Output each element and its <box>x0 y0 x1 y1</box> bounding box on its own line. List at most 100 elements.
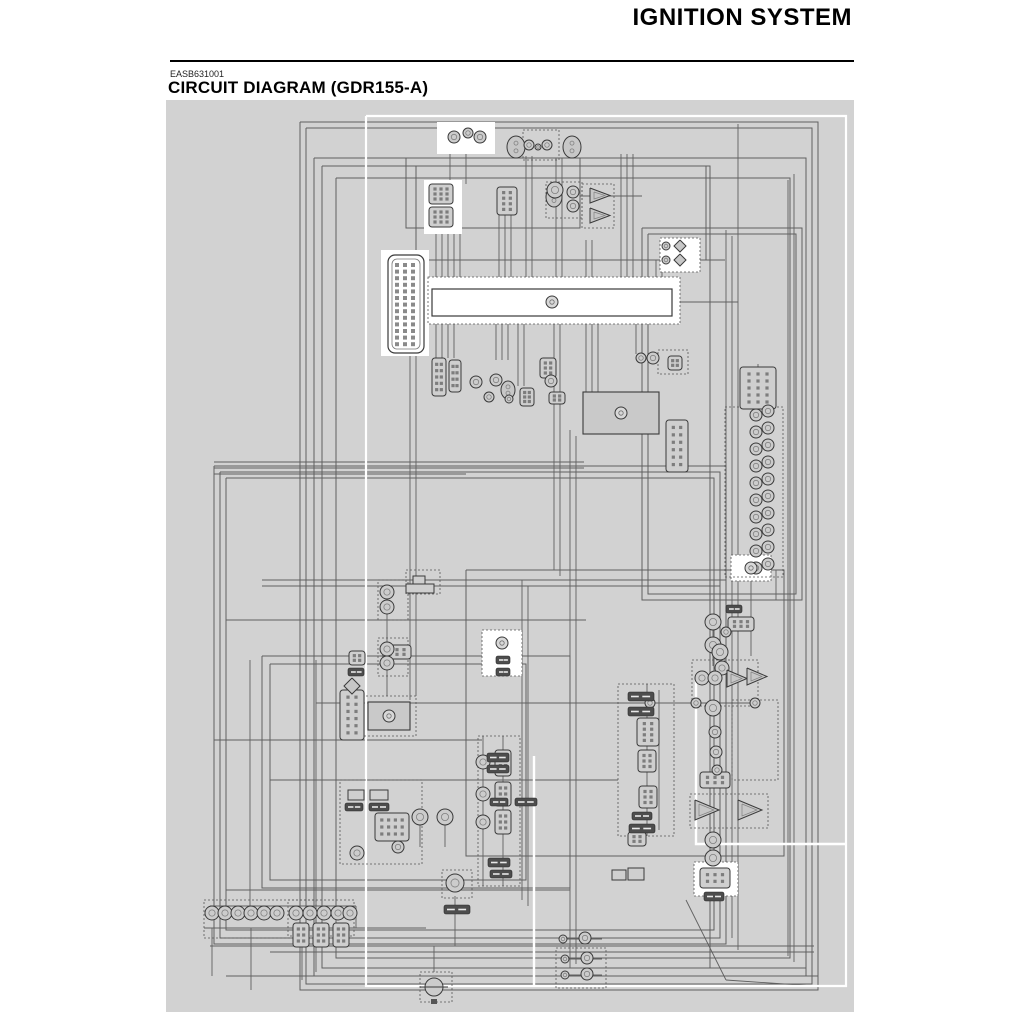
bullet-connector-12 <box>243 905 259 921</box>
pin <box>648 759 652 763</box>
component-group-box-12 <box>691 659 759 707</box>
ecu-coupler-pin <box>395 282 399 287</box>
pin <box>747 386 751 390</box>
pin <box>679 448 683 452</box>
ecu-coupler-pin <box>403 329 407 333</box>
ecu-coupler-pin <box>403 342 407 347</box>
bullet-inner <box>562 972 568 978</box>
fuse-text-mark <box>707 895 713 898</box>
bullet-connector-13 <box>256 905 272 921</box>
pin <box>632 835 636 839</box>
pin <box>445 215 449 219</box>
fuse-text-mark <box>503 659 508 661</box>
pin <box>502 202 506 206</box>
ecu-coupler-pin <box>403 269 407 274</box>
pin <box>756 379 760 383</box>
bullet-inner <box>764 475 772 483</box>
pin <box>756 393 760 397</box>
bullet-connector-76 <box>635 352 647 364</box>
pin-connector-26 <box>727 616 755 632</box>
bullet-connector-2 <box>541 139 553 151</box>
pin <box>527 390 531 395</box>
bullet-inner <box>353 849 361 857</box>
pin <box>747 393 751 397</box>
fuse-text-mark <box>642 710 651 713</box>
pin <box>498 826 502 830</box>
fuse-text-mark <box>493 801 499 803</box>
bullet-inner <box>663 257 669 263</box>
pin <box>302 927 306 931</box>
bullet-inner <box>709 836 718 845</box>
pin <box>549 371 553 375</box>
component-group-box-19 <box>731 699 779 781</box>
pin <box>380 818 384 822</box>
pin <box>346 695 350 699</box>
fuse-text-mark <box>372 806 378 808</box>
bullet-inner <box>486 394 492 400</box>
pin <box>433 215 437 219</box>
diode-symbol-0 <box>589 187 612 204</box>
pin <box>543 361 547 365</box>
pin <box>498 786 502 790</box>
ecu-coupler-pin <box>403 276 407 281</box>
pin <box>523 395 527 399</box>
pin <box>387 825 391 829</box>
ref-number-glyph-2 <box>382 709 396 723</box>
bullet-inner <box>752 445 760 453</box>
bullet-connector-28 <box>749 476 763 490</box>
bullet-inner <box>476 133 484 141</box>
pin <box>336 939 340 943</box>
pin-connector-18 <box>539 357 557 379</box>
ecu-coupler-pin <box>395 276 399 281</box>
pin <box>508 207 512 211</box>
circuit-diagram-panel <box>166 100 854 1012</box>
pin <box>552 394 556 398</box>
pin-connector-5 <box>339 689 365 741</box>
page-header-title: IGNITION SYSTEM <box>632 4 852 31</box>
pin <box>720 781 725 785</box>
bullet-connector-6 <box>447 130 461 144</box>
bullet-connector-46 <box>483 391 495 403</box>
component-box-0 <box>405 583 435 594</box>
fuse-text-mark <box>499 756 506 759</box>
ecu-coupler-pin <box>411 309 415 314</box>
bullet-connector-29 <box>761 472 775 486</box>
bullet-connector-37 <box>761 540 775 554</box>
pin <box>322 927 326 931</box>
fuse-text-mark <box>356 671 362 673</box>
pin <box>675 359 679 363</box>
diamond-terminal-2 <box>343 677 361 695</box>
ecu-coupler-pin <box>411 302 415 307</box>
pin <box>322 933 326 937</box>
bullet-inner <box>306 909 314 917</box>
bullet-inner <box>711 674 719 682</box>
pin-connector-27 <box>627 831 647 847</box>
pin <box>296 927 300 931</box>
fuse-label-8 <box>627 691 655 702</box>
ref-number-mark <box>618 410 624 416</box>
pin-connector-25 <box>699 867 731 889</box>
bullet-connector-39 <box>761 557 775 571</box>
pin <box>720 873 725 877</box>
bullet-connector-62 <box>711 764 723 776</box>
bullet-connector-7 <box>462 127 474 139</box>
pin <box>433 192 437 196</box>
diode-symbol-4 <box>694 799 721 821</box>
bullet-connector-3 <box>546 181 564 199</box>
ground-lug <box>431 999 437 1004</box>
bullet-connector-48 <box>544 374 558 388</box>
bullet-inner <box>383 659 391 667</box>
bullet-inner <box>581 934 589 942</box>
bullet-connector-41 <box>379 599 395 615</box>
ref-number-mark <box>748 565 754 571</box>
fuse-text-mark <box>642 695 651 698</box>
pin <box>439 210 443 214</box>
bullet-inner <box>492 376 500 384</box>
pin <box>352 658 356 662</box>
pin <box>402 652 406 656</box>
pin <box>354 702 358 706</box>
bullet-inner <box>764 526 772 534</box>
pin <box>643 789 647 794</box>
ecu-coupler-pin <box>411 322 415 327</box>
component-group-box-2 <box>581 183 615 229</box>
